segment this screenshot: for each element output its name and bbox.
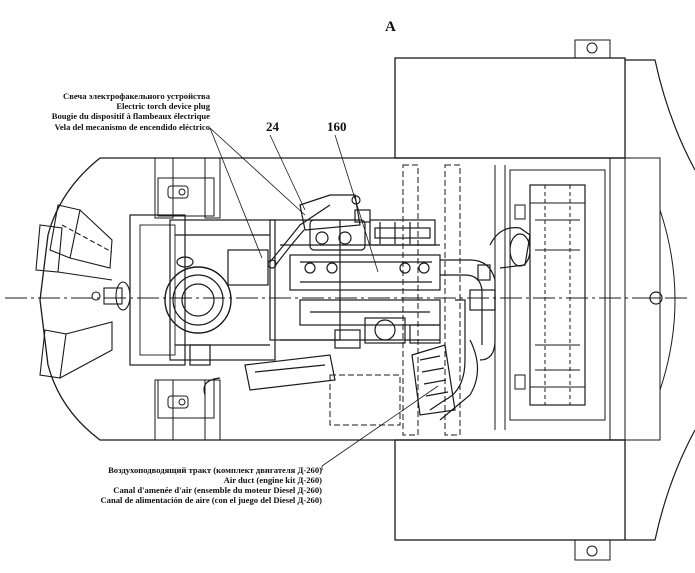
torch-note-es: Vela del mecanismo de encendido eléctric… xyxy=(54,121,210,132)
view-letter: А xyxy=(385,19,396,35)
leader-lines xyxy=(209,127,439,470)
torch-note-ru: Свеча электрофакельного устройства xyxy=(62,91,210,101)
air-note-fr: Canal d'amenée d'air (ensemble du moteur… xyxy=(113,485,322,495)
housing-outline xyxy=(39,157,626,441)
air-note-ru: Воздухоподводящий тракт (комплект двигат… xyxy=(108,465,322,475)
torch-note-fr: Bougie du dispositif à flambeaux électri… xyxy=(51,111,210,122)
air-note-en: Air duct (engine kit Д-260) xyxy=(223,475,322,485)
torch-note-en: Electric torch device plug xyxy=(116,101,210,112)
air-note-es: Canal de alimentación de aire (con el ju… xyxy=(100,495,322,505)
air-duct-note: Воздухоподводящий тракт (комплект двигат… xyxy=(100,466,322,506)
callout-160: 160 xyxy=(327,119,347,134)
engine-block xyxy=(129,194,441,366)
radiator-frame xyxy=(394,39,695,561)
intake-pipes xyxy=(35,204,131,379)
callout-24: 24 xyxy=(266,119,279,134)
air-duct xyxy=(203,227,531,421)
torch-plug-note: Свеча электрофакельного устройства Elect… xyxy=(52,92,210,133)
